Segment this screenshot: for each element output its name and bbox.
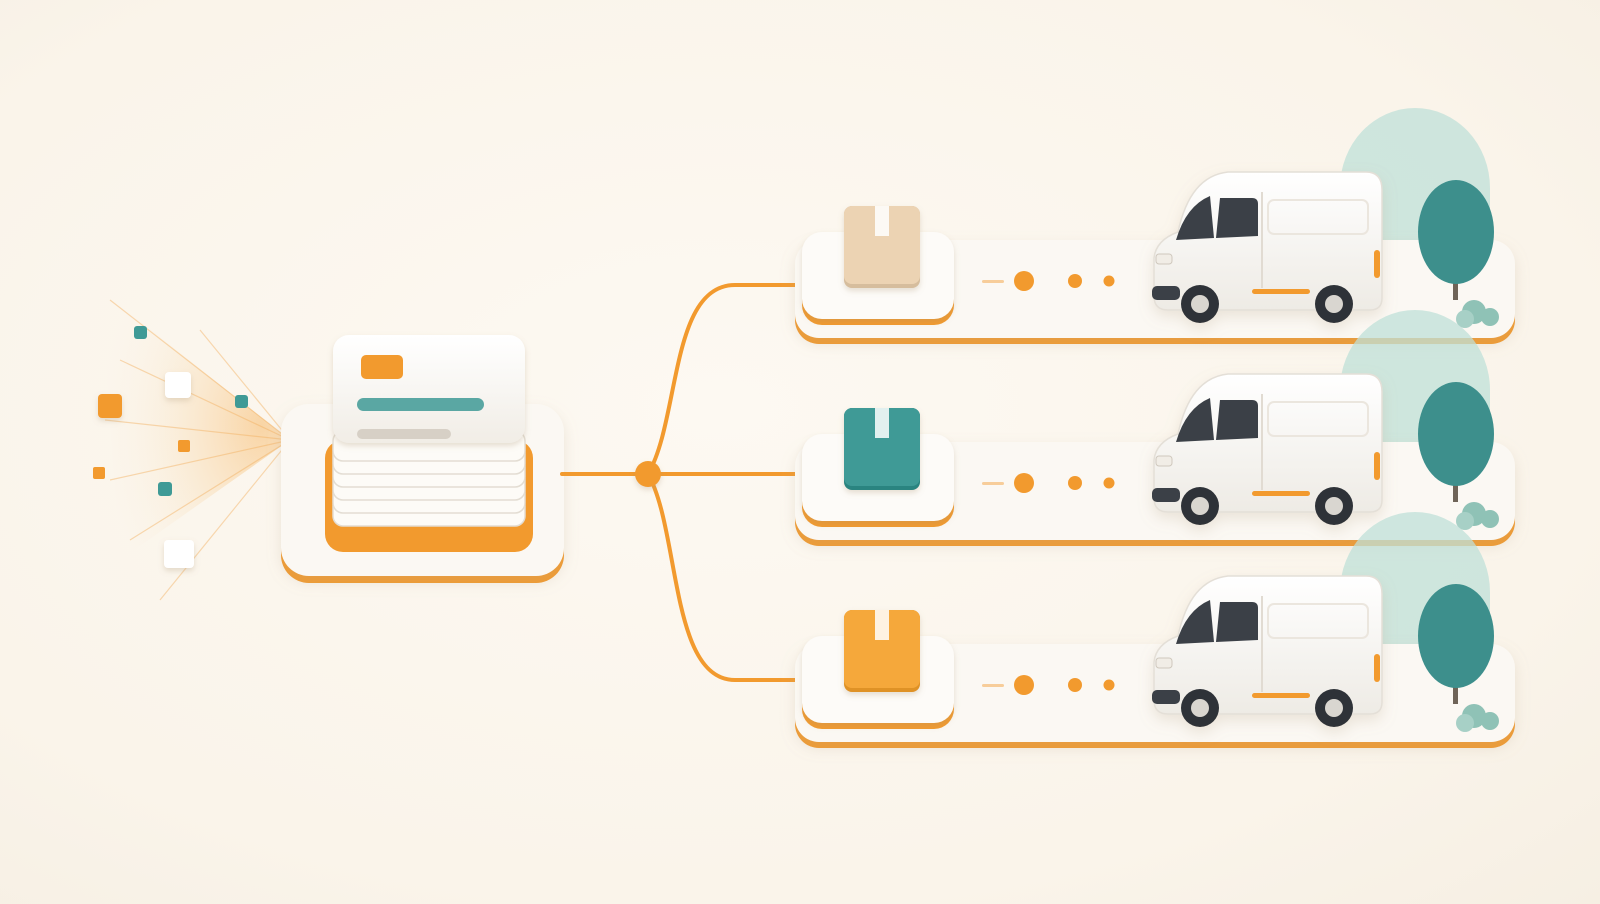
tree-icon <box>1418 584 1499 732</box>
card-grey-line <box>357 429 451 439</box>
particle-teal <box>235 395 248 408</box>
motion-dots <box>982 473 1115 493</box>
junction-node-icon <box>635 461 661 487</box>
route-bottom <box>795 512 1515 748</box>
delivery-van-icon <box>1152 575 1383 727</box>
package-icon <box>844 610 920 692</box>
routes <box>795 108 1515 748</box>
card-teal-line <box>357 398 484 411</box>
route-middle <box>795 310 1515 546</box>
delivery-van-icon <box>1152 171 1383 323</box>
particle-burst <box>93 290 291 601</box>
package-icon <box>844 206 920 288</box>
card-orange-chip <box>361 355 403 379</box>
motion-dots <box>982 675 1115 695</box>
top-card <box>333 335 525 443</box>
connector-lines <box>560 283 804 682</box>
particle-teal <box>158 482 172 496</box>
particle-teal <box>134 326 147 339</box>
tree-icon <box>1418 180 1499 328</box>
particle-white <box>164 540 194 568</box>
particle-orange <box>178 440 190 452</box>
delivery-van-icon <box>1152 373 1383 525</box>
route-top <box>795 108 1515 344</box>
particle-white <box>165 372 191 398</box>
particle-orange <box>93 467 105 479</box>
particle-orange <box>98 394 122 418</box>
stacked-cards <box>332 430 526 527</box>
document-stack-icon <box>281 335 564 583</box>
package-icon <box>844 408 920 490</box>
tree-icon <box>1418 382 1499 530</box>
motion-dots <box>982 271 1115 291</box>
